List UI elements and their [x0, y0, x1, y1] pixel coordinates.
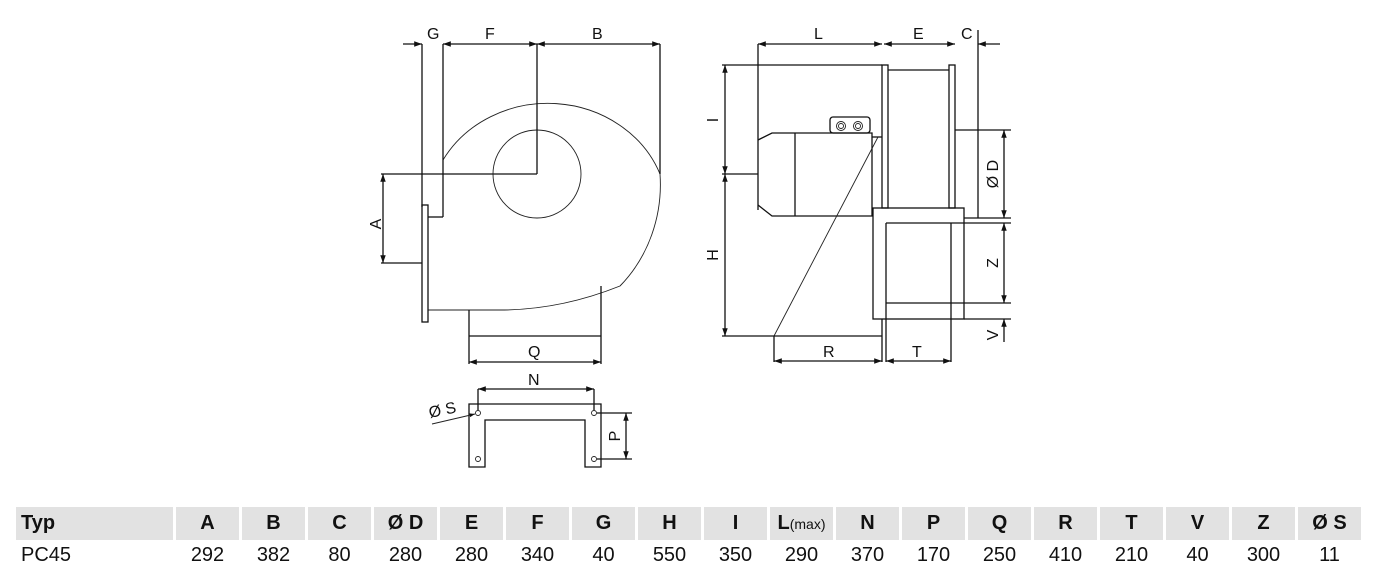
header-label: I [732, 512, 739, 534]
table-cell: 410 [1048, 543, 1083, 566]
table-header-cell: V [1166, 507, 1229, 540]
dim-label-t: T [912, 344, 922, 361]
header-label: Ø D [387, 512, 424, 534]
header-label: A [200, 512, 215, 534]
header-label: V [1190, 512, 1205, 534]
motor [757, 132, 873, 217]
dim-label-a: A [368, 218, 385, 229]
table-header-cell: N [836, 507, 899, 540]
table-cell: 290 [784, 543, 819, 566]
table-cell: 370 [850, 543, 885, 566]
dim-label-g: G [427, 26, 439, 43]
table-cell: 350 [718, 543, 753, 566]
dim-label-r: R [823, 344, 835, 361]
header-label: G [595, 512, 612, 534]
dim-label-h: H [705, 249, 722, 261]
table-cell: 550 [652, 543, 687, 566]
outlet-box [872, 207, 965, 320]
dim-label-b: B [592, 26, 603, 43]
table-header-cell: B [242, 507, 305, 540]
header-label: B [266, 512, 281, 534]
header-label: Q [991, 512, 1008, 534]
table-cell: 340 [520, 543, 555, 566]
table-cell: 382 [256, 543, 291, 566]
table-cell: 280 [454, 543, 489, 566]
table-header-cell: T [1100, 507, 1163, 540]
table-cell: 280 [388, 543, 423, 566]
terminal-box [829, 116, 871, 134]
table-cell: PC45 [21, 543, 72, 566]
front-view: G F B A Q [368, 26, 661, 365]
table-header-cell: Q [968, 507, 1031, 540]
table-header-cell: E [440, 507, 503, 540]
dim-label-n: N [528, 372, 540, 389]
side-view: L E C I H Ø D Z V R T [705, 26, 1011, 364]
header-label: T [1125, 512, 1138, 534]
table-header-row: Typ A B C Ø D E F G H I L(max) N P Q R T V Z Ø S [16, 507, 1364, 540]
dim-label-z: Z [985, 258, 1002, 268]
header-label: C [332, 512, 347, 534]
header-label: L [777, 512, 790, 534]
table-cell: 40 [592, 543, 615, 566]
table-cell: 11 [1319, 543, 1340, 566]
table-header-cell: Z [1232, 507, 1295, 540]
technical-drawing: G F B A Q N Ø S P [368, 26, 1011, 468]
table-header-cell: G [572, 507, 635, 540]
header-sublabel: (max) [789, 515, 826, 532]
table-header-cell: F [506, 507, 569, 540]
volute-outline [428, 102, 661, 311]
dim-label-d: Ø D [985, 160, 1002, 188]
header-label: H [662, 512, 677, 534]
header-label: Typ [21, 512, 56, 534]
dim-label-i: I [705, 118, 722, 122]
table-cell: 292 [190, 543, 225, 566]
dim-label-l: L [814, 26, 823, 43]
dim-label-v: V [985, 329, 1002, 340]
table-header-cell: L(max) [770, 507, 833, 540]
table-header-cell: P [902, 507, 965, 540]
table-header-cell: Typ [16, 507, 173, 540]
table-header-cell: Ø S [1298, 507, 1361, 540]
base-plate [468, 403, 602, 468]
dim-label-f: F [485, 26, 495, 43]
table-cell: 210 [1114, 543, 1149, 566]
table-cell: 250 [982, 543, 1017, 566]
dim-label-q: Q [528, 344, 540, 361]
base-plate-view: N Ø S P [427, 372, 632, 468]
table-header-cell: Ø D [374, 507, 437, 540]
stand-diagonal [773, 136, 879, 337]
header-label: Ø S [1312, 512, 1347, 534]
table-cell: 300 [1246, 543, 1281, 566]
table-header-cell: R [1034, 507, 1097, 540]
table-cell: 170 [916, 543, 951, 566]
header-label: R [1058, 512, 1073, 534]
header-label: N [860, 512, 875, 534]
table-header-cell: I [704, 507, 767, 540]
table-cell: 80 [328, 543, 351, 566]
table-header-cell: A [176, 507, 239, 540]
dim-label-e: E [913, 26, 924, 43]
table-header-cell: H [638, 507, 701, 540]
header-label: F [531, 512, 544, 534]
table-header-cell: C [308, 507, 371, 540]
dim-label-p: P [607, 431, 624, 442]
dim-label-c: C [961, 26, 973, 43]
dim-label-s: Ø S [427, 400, 457, 422]
table-cell: 40 [1186, 543, 1209, 566]
table-row: PC45 292 382 80 280 280 340 40 550 350 290 370 170 25… [16, 540, 1364, 570]
outlet-flange [421, 204, 429, 323]
dimensions-table: Typ A B C Ø D E F G H I L(max) N P Q R T V Z Ø S PC45 292 38… [16, 507, 1364, 570]
header-label: Z [1257, 512, 1270, 534]
header-label: P [926, 512, 941, 534]
header-label: E [464, 512, 479, 534]
